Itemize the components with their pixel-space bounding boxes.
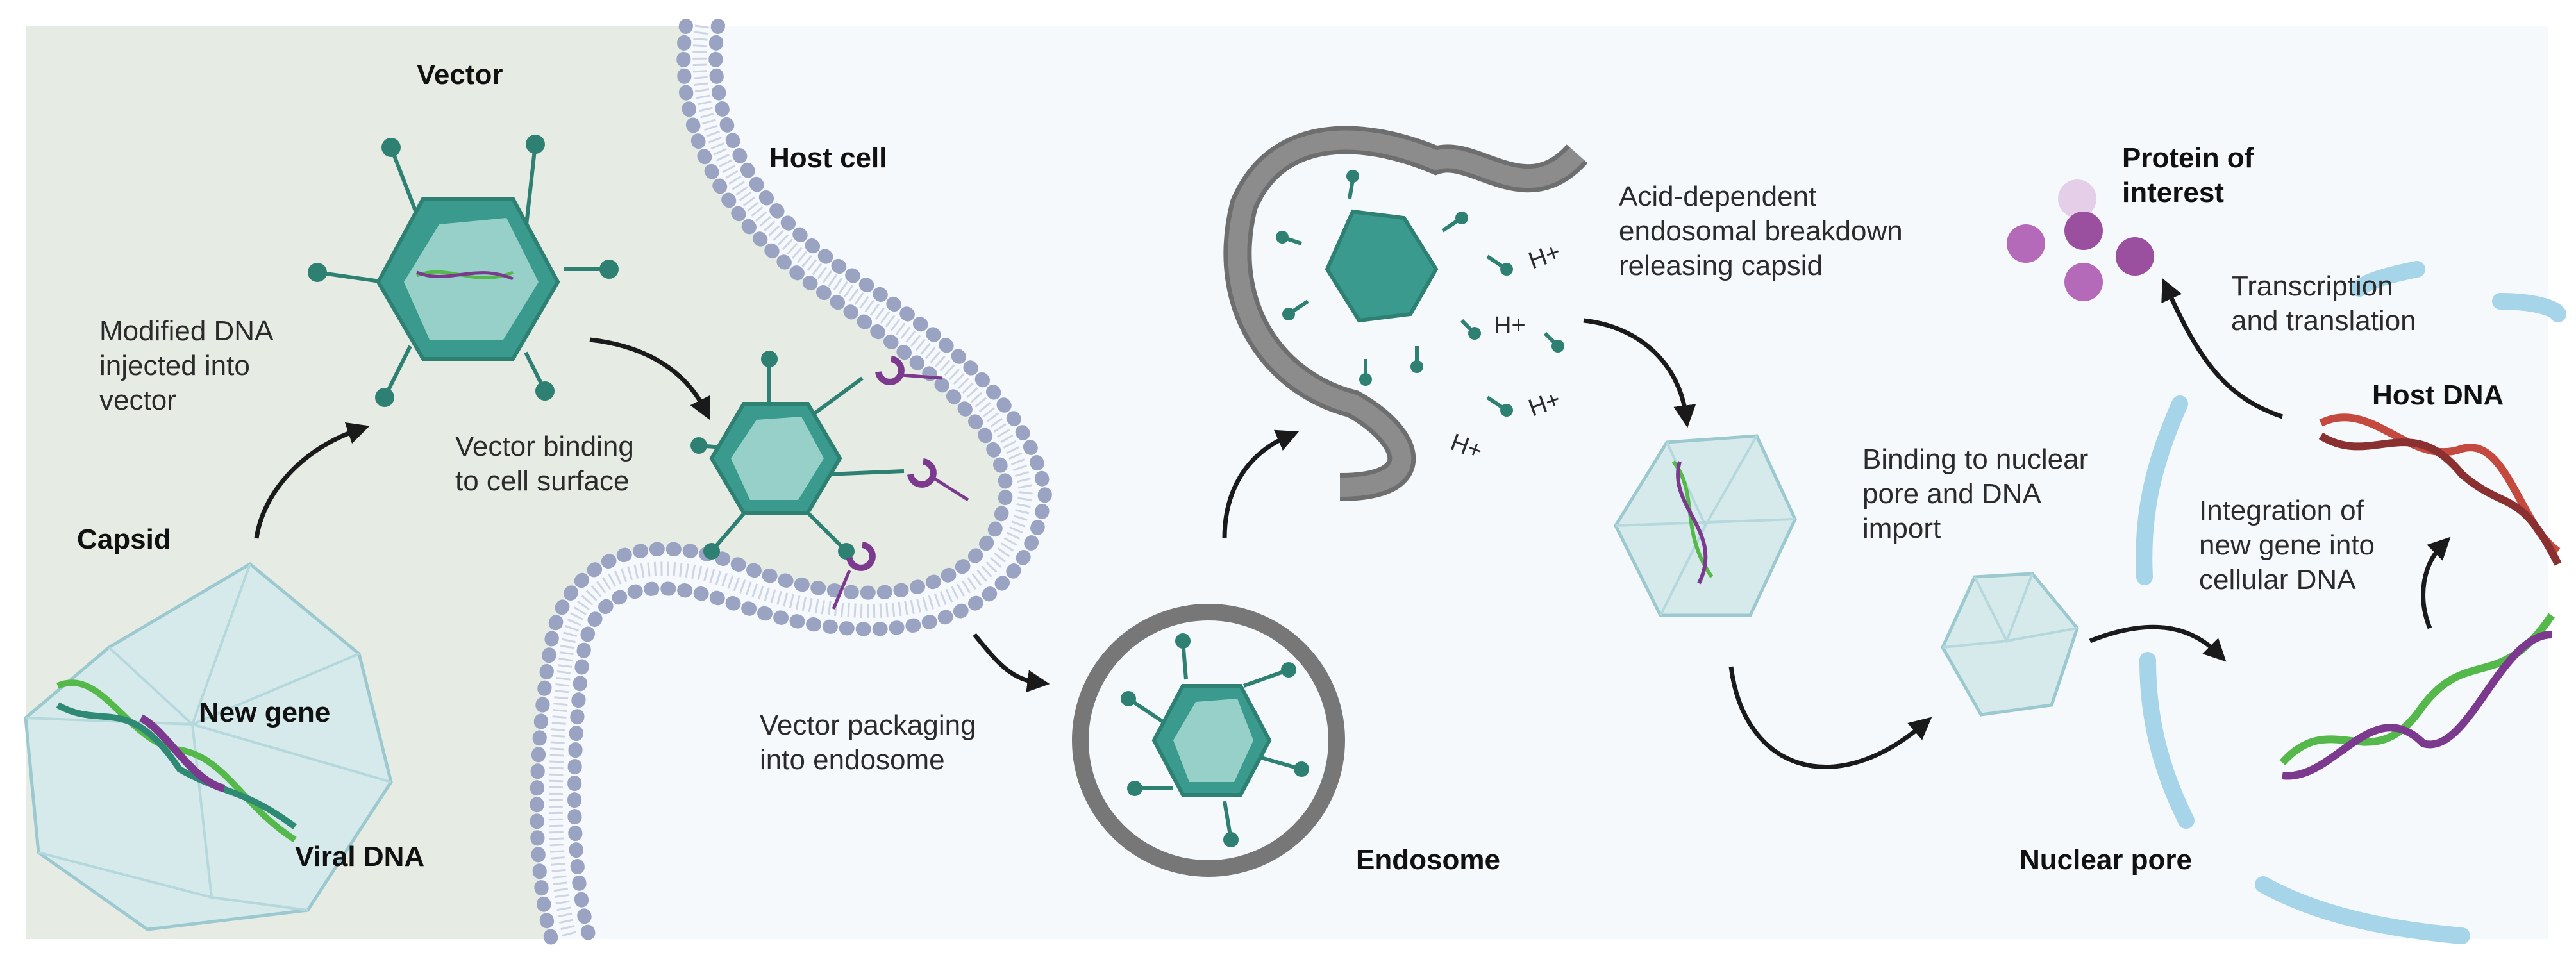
arrow-to-breakdown — [1222, 429, 1300, 539]
label-protein-of-interest: Protein of interest — [2122, 142, 2254, 208]
new-gene-helix — [2279, 613, 2555, 780]
label-capsid: Capsid — [77, 524, 171, 555]
label-binding-pore: Binding to nuclear pore and DNA import — [1862, 444, 2089, 544]
label-modified-dna: Modified DNA injected into vector — [99, 315, 274, 416]
h-plus-2: H+ — [1494, 312, 1526, 339]
label-viral-dna: Viral DNA — [295, 841, 425, 872]
vector-capsid-icon — [308, 135, 619, 407]
label-vector: Vector — [417, 59, 503, 90]
label-new-gene: New gene — [199, 697, 331, 728]
label-integration: Integration of new gene into cellular DN… — [2199, 495, 2375, 595]
label-vector-packaging: Vector packaging into endosome — [760, 710, 976, 776]
arrow-integration — [2421, 536, 2451, 629]
process-arrows — [254, 278, 2451, 769]
arrow-to-host-dna — [2089, 624, 2227, 662]
bound-capsid-icon — [690, 351, 969, 610]
nuclear-envelope — [2136, 261, 2566, 944]
label-vector-binding: Vector binding to cell surface — [455, 431, 634, 497]
host-dna-helix — [2318, 413, 2562, 566]
arrow-to-endosome — [973, 633, 1050, 693]
arrow-dna-to-vector — [254, 422, 370, 539]
label-endosome: Endosome — [1356, 844, 1500, 876]
label-transcription: Transcription and translation — [2231, 270, 2416, 337]
label-host-cell: Host cell — [769, 142, 887, 174]
arrow-to-released-capsid — [1583, 318, 1696, 428]
empty-capsid-icon — [1941, 572, 2079, 717]
label-host-dna: Host DNA — [2372, 379, 2504, 411]
arrow-to-protein — [2161, 278, 2284, 419]
arrow-to-nuclear-pore — [1728, 666, 1932, 769]
label-acid-breakdown: Acid-dependent endosomal breakdown relea… — [1619, 181, 1903, 281]
broken-endosome-icon — [1223, 126, 1588, 501]
released-capsid-icon — [1614, 434, 1797, 617]
endosome-icon — [1072, 604, 1345, 877]
label-nuclear-pore: Nuclear pore — [2020, 844, 2192, 876]
capsid-dna-strand — [56, 679, 297, 843]
cell-membrane — [530, 19, 1053, 946]
protein-spheres — [2007, 179, 2154, 301]
arrow-vector-to-binding — [589, 337, 710, 420]
